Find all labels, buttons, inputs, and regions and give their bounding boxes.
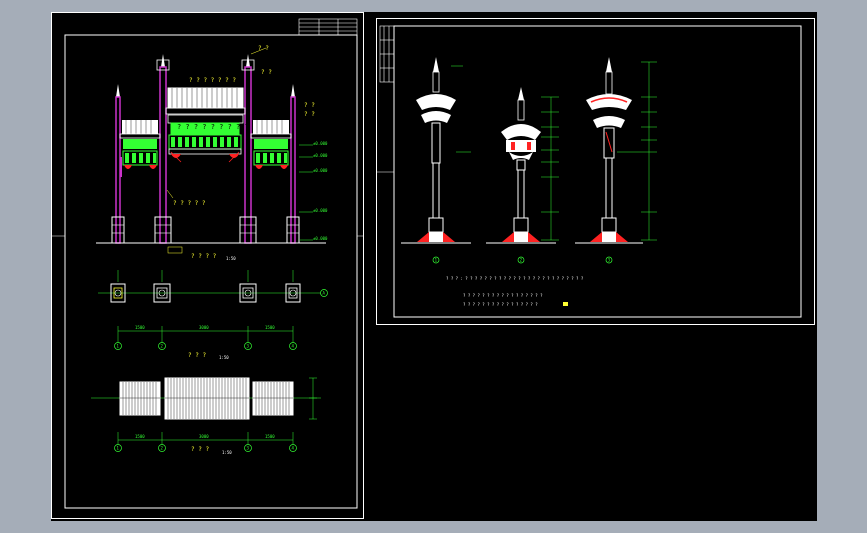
svg-text:4: 4 xyxy=(292,344,295,349)
column-inner-right xyxy=(239,54,257,244)
column-elevation-1: 1 xyxy=(401,57,471,264)
column-inner-left xyxy=(154,54,172,244)
col-axis-3: 3 xyxy=(608,257,611,262)
roof-plan-title: ? ? ? xyxy=(191,446,209,453)
side-roof-right xyxy=(250,120,292,169)
central-roof xyxy=(165,87,246,163)
svg-text:3000: 3000 xyxy=(199,434,209,439)
elevation-title-text: ? ? ? ? xyxy=(191,253,217,260)
roof-plan-right xyxy=(252,381,294,416)
column-footing-3 xyxy=(239,283,257,303)
right-sheet-border xyxy=(376,18,815,325)
svg-text:±0.000: ±0.000 xyxy=(313,236,328,241)
gate-elevation: ? ? ? ? ? ? ? ? ? ? ? ? ? ? ? ? ? ? ? ? … xyxy=(96,45,328,261)
note-line-2: ? ? ? ? ? ? ? ? ? ? ? ? ? ? ? ? ? xyxy=(463,293,543,298)
title-block xyxy=(298,18,358,36)
binding-strip xyxy=(379,25,395,83)
svg-text:1500: 1500 xyxy=(135,325,145,330)
elevation-callouts: ? ? ? ? ? ? ? ? ? ? ? ? ? ? ? ? ? ? ? ? … xyxy=(166,45,328,241)
column-footing-1 xyxy=(110,283,126,303)
left-sheet-frame xyxy=(64,34,358,509)
elevation-title: ? ? ? ? 1:50 xyxy=(167,246,236,261)
left-sheet-border xyxy=(51,12,364,519)
svg-text:3: 3 xyxy=(247,344,250,349)
axis-bubble-3 xyxy=(244,342,252,350)
column-elevation-3: 3 xyxy=(575,57,657,264)
column-plan: A 1500 3000 1500 1 2 3 4 ? ? ? 1:50 xyxy=(98,270,328,360)
callout-6: ? ? xyxy=(304,102,315,109)
svg-text:1: 1 xyxy=(117,446,120,451)
col-axis-1: 1 xyxy=(435,257,438,262)
axis-bubble-2 xyxy=(158,342,166,350)
column-footing-2 xyxy=(153,283,171,303)
svg-text:±0.000: ±0.000 xyxy=(313,208,328,213)
column-footing-4 xyxy=(285,283,301,303)
callout-3: ? ? ? ? ? ? ? ? ? xyxy=(177,123,249,131)
drawing-canvas: ? ? ? ? ? ? ? ? ? ? ? ? ? ? ? ? ? ? ? ? … xyxy=(51,12,815,519)
axis-bubble-a xyxy=(320,289,328,297)
column-plan-scale: 1:50 xyxy=(219,355,229,360)
roof-plan: 1500 3000 1500 1 2 3 4 ? ? ? 1:50 xyxy=(91,377,321,455)
column-plan-title: ? ? ? xyxy=(188,352,206,359)
svg-text:3: 3 xyxy=(247,446,250,451)
left-sheet: ? ? ? ? ? ? ? ? ? ? ? ? ? ? ? ? ? ? ? ? … xyxy=(51,12,364,519)
svg-text:±0.000: ±0.000 xyxy=(313,141,328,146)
svg-text:2: 2 xyxy=(161,344,164,349)
roof-plan-left xyxy=(119,381,161,416)
axis-bubble-1 xyxy=(114,342,122,350)
cad-viewport[interactable]: ? ? ? ? ? ? ? ? ? ? ? ? ? ? ? ? ? ? ? ? … xyxy=(51,12,817,521)
svg-text:±0.000: ±0.000 xyxy=(313,168,328,173)
side-roof-left xyxy=(119,120,161,177)
svg-text:±0.000: ±0.000 xyxy=(313,153,328,158)
svg-text:1500: 1500 xyxy=(135,434,145,439)
axis-bubble-4 xyxy=(289,342,297,350)
svg-text:A: A xyxy=(323,291,326,296)
drawing-notes: ? ? ? : ? ? ? ? ? ? ? ? ? ? ? ? ? ? ? ? … xyxy=(446,276,584,307)
roof-plan-scale: 1:50 xyxy=(222,450,232,455)
note-line-3: ? ? ? ? ? ? ? ? ? ? ? ? ? ? ? ? xyxy=(463,302,538,307)
callout-1: ? ? xyxy=(258,45,269,52)
svg-text:2: 2 xyxy=(161,446,164,451)
roof-plan-center xyxy=(164,377,250,420)
svg-text:4: 4 xyxy=(292,446,295,451)
right-sheet: 1 2 xyxy=(376,18,815,325)
svg-text:1500: 1500 xyxy=(265,325,275,330)
svg-text:1500: 1500 xyxy=(265,434,275,439)
column-elevation-2: 2 xyxy=(486,87,559,264)
svg-text:1: 1 xyxy=(117,344,120,349)
right-sheet-frame xyxy=(393,25,802,318)
callout-7: ? ? xyxy=(304,111,315,118)
note-line-1: ? ? ? : ? ? ? ? ? ? ? ? ? ? ? ? ? ? ? ? … xyxy=(446,276,584,281)
callout-2: ? ? ? ? ? ? ? xyxy=(189,77,236,84)
col-axis-2: 2 xyxy=(520,257,523,262)
elevation-scale: 1:50 xyxy=(226,256,236,261)
callout-5: ? ? xyxy=(261,69,272,76)
column-outer-right xyxy=(286,84,300,244)
callout-4: ? ? ? ? ? xyxy=(173,200,206,207)
svg-text:3000: 3000 xyxy=(199,325,209,330)
column-outer-left xyxy=(111,84,125,244)
